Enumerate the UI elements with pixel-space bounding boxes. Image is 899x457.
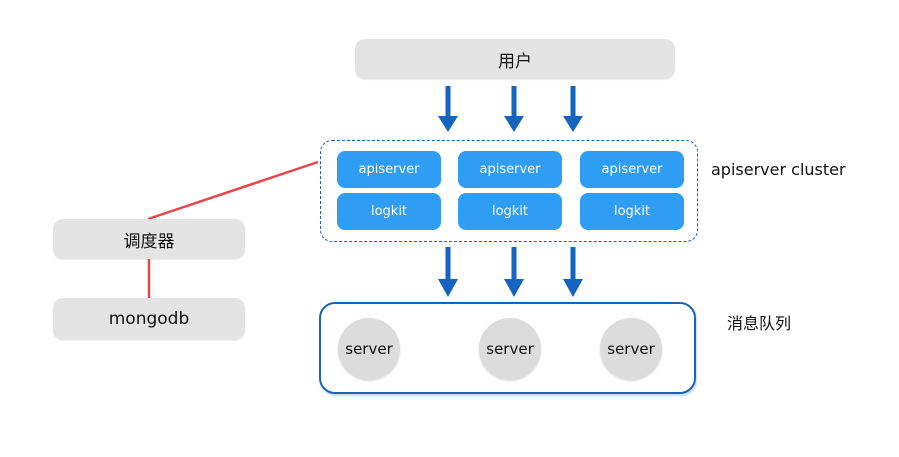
message-queue-boundary: [319, 302, 696, 394]
logkit-node-2: logkit: [458, 193, 562, 230]
scheduler-cluster-link: [147, 160, 319, 221]
arrow-cluster-to-queue-3: [563, 247, 583, 297]
logkit-node-2-label: logkit: [491, 204, 529, 219]
apiserver-node-2: apiserver: [458, 151, 562, 188]
mongodb-node-label: mongodb: [108, 309, 190, 329]
logkit-node-3-label: logkit: [613, 204, 651, 219]
apiserver-cluster-boundary: [320, 140, 698, 242]
arrow-user-to-cluster-3: [563, 86, 583, 132]
arrow-user-to-cluster-1: [438, 86, 458, 132]
cluster-label: apiserver cluster: [711, 160, 846, 179]
apiserver-node-1: apiserver: [337, 151, 441, 188]
server-node-3: server: [600, 318, 662, 380]
server-node-1: server: [338, 318, 400, 380]
server-node-1-label: server: [345, 340, 393, 358]
apiserver-node-1-label: apiserver: [358, 162, 420, 177]
scheduler-node: 调度器: [53, 219, 245, 259]
user-node-label: 用户: [498, 51, 532, 72]
arrow-user-to-cluster-2: [504, 86, 524, 132]
arrow-cluster-to-queue-2: [504, 247, 524, 297]
user-node: 用户: [355, 39, 675, 79]
server-node-2-label: server: [486, 340, 534, 358]
apiserver-node-3: apiserver: [580, 151, 684, 188]
server-node-2: server: [479, 318, 541, 380]
logkit-node-1: logkit: [337, 193, 441, 230]
mongodb-node: mongodb: [53, 298, 245, 340]
queue-label: 消息队列: [727, 314, 792, 333]
scheduler-node-label: 调度器: [123, 231, 175, 252]
apiserver-node-2-label: apiserver: [479, 162, 541, 177]
server-node-3-label: server: [607, 340, 655, 358]
logkit-node-3: logkit: [580, 193, 684, 230]
logkit-node-1-label: logkit: [370, 204, 408, 219]
arrow-cluster-to-queue-1: [438, 247, 458, 297]
apiserver-node-3-label: apiserver: [601, 162, 663, 177]
